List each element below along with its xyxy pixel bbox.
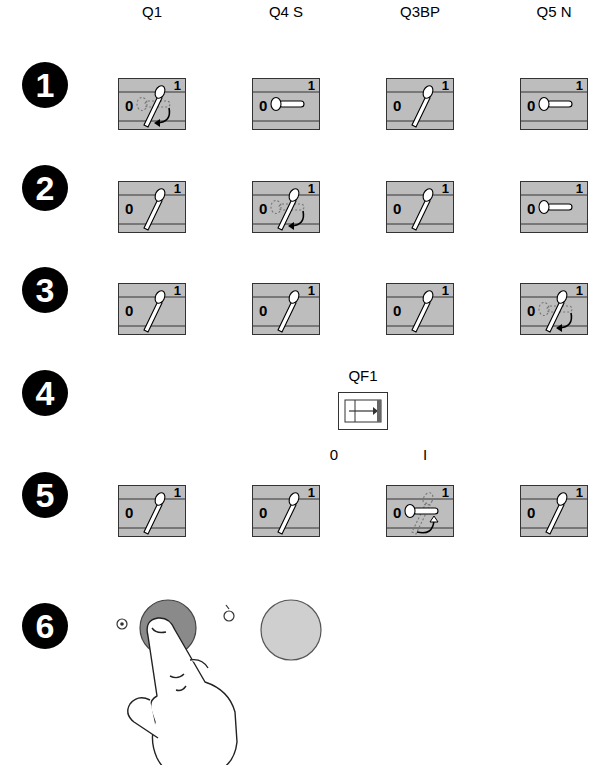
lamp-symbol [224,605,234,621]
step-number-text: 2 [36,171,55,205]
rotary-switch: 01 [386,283,454,335]
rotary-switch: 01 [520,78,588,130]
switch-position: 0 [125,504,133,521]
rotary-switch: 01 [386,181,454,233]
switch-position: 0 [259,200,267,217]
step-number: 5 [22,472,68,518]
switch-position: 1 [308,181,315,196]
step-number-text: 4 [36,376,55,410]
target-symbol [120,622,124,626]
switch-position: 0 [527,97,535,114]
switch-position: 0 [393,200,401,217]
rotary-switch: 01 [252,78,320,130]
switch-position: 1 [442,78,449,93]
switch-position: 0 [527,504,535,521]
hand [128,618,237,765]
step-number: 4 [22,370,68,416]
rotary-switch: 01 [118,283,186,335]
step-number: 3 [22,267,68,313]
rotary-switch: 01 [118,78,186,130]
switch-position: 1 [174,181,181,196]
switch-position: 0 [393,504,401,521]
column-header: Q5 N [536,3,571,20]
rotary-switch: 01 [386,78,454,130]
step-number: 2 [22,165,68,211]
rotary-switch: 01 [252,283,320,335]
rotary-switch: 01 [252,181,320,233]
switch-position: 1 [174,485,181,500]
rotary-switch: 01 [386,485,454,537]
switch-position: 0 [259,97,267,114]
column-header: Q3BP [400,3,440,20]
rotary-switch: 01 [118,485,186,537]
rotary-switch: 01 [520,485,588,537]
stop-button [261,600,321,660]
switch-position: 1 [174,78,181,93]
switch-position: 1 [308,283,315,298]
switch-position: 0 [125,97,133,114]
switch-position: 1 [442,181,449,196]
breaker-symbol [339,393,387,429]
breaker-name: QF1 [348,367,377,384]
rotary-switch: 01 [118,181,186,233]
step-number: 6 [22,603,68,649]
switch-position: 0 [125,200,133,217]
column-header: Q1 [142,3,162,20]
switch-position: 1 [576,283,583,298]
switch-position: 1 [442,283,449,298]
switch-position: 1 [576,485,583,500]
breaker-position: I [423,446,427,463]
step-number-text: 1 [36,68,55,102]
rotary-switch: 01 [520,283,588,335]
switch-position: 0 [393,302,401,319]
switch-position: 0 [259,302,267,319]
switch-position: 0 [527,200,535,217]
step-number-text: 6 [36,609,55,643]
switch-position: 0 [527,302,535,319]
circuit-breaker: QF1 [338,392,388,430]
switch-position: 1 [174,283,181,298]
target-symbol [117,619,127,629]
switch-position: 1 [442,485,449,500]
switch-position: 0 [125,302,133,319]
column-header: Q4 S [269,3,303,20]
switch-position: 0 [393,97,401,114]
step-number-text: 5 [36,478,55,512]
switch-position: 1 [576,78,583,93]
step-number-text: 3 [36,273,55,307]
breaker-position: 0 [330,446,338,463]
switch-position: 1 [576,181,583,196]
rotary-switch: 01 [252,485,320,537]
step-number: 1 [22,62,68,108]
switch-position: 1 [308,78,315,93]
switch-position: 1 [308,485,315,500]
rotary-switch: 01 [520,181,588,233]
switch-position: 0 [259,504,267,521]
